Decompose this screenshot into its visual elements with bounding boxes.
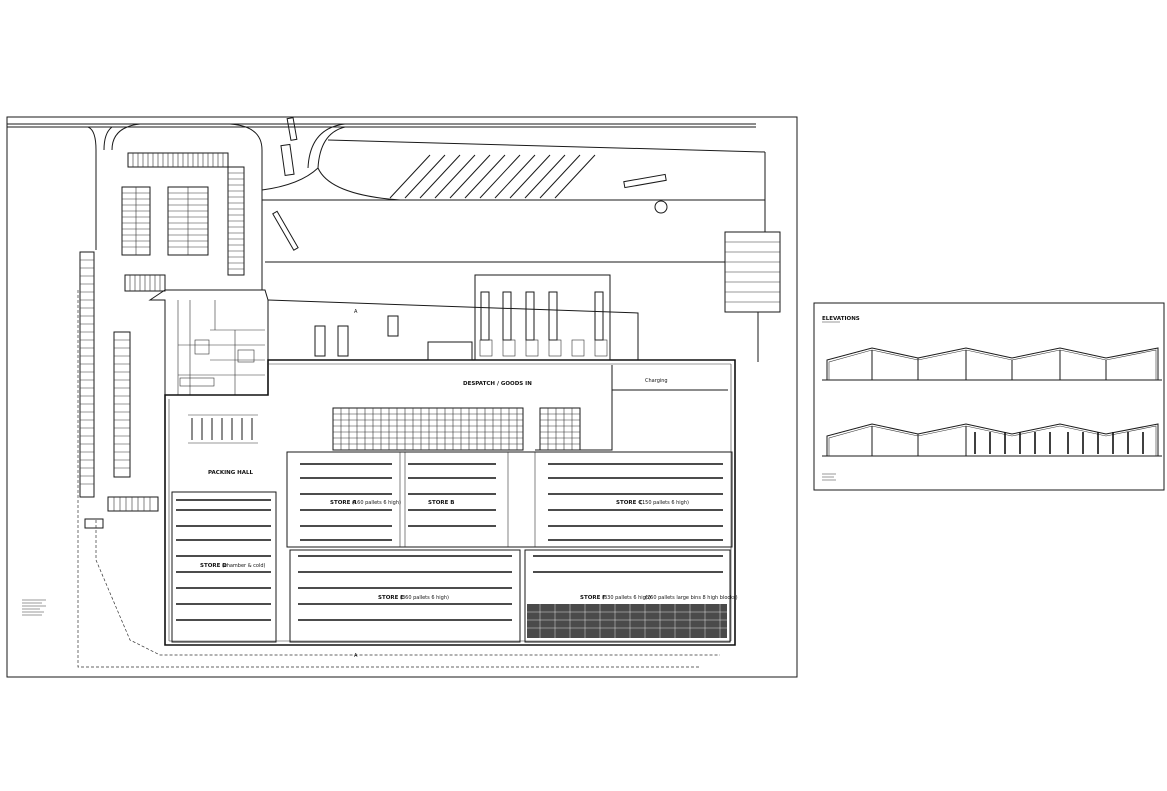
store-e-note: (360 pallets 6 high) xyxy=(400,595,449,601)
office-block xyxy=(148,289,269,396)
section-markers: A A xyxy=(354,309,358,659)
stores-abc-racking xyxy=(176,451,733,548)
despatch-label: DESPATCH / GOODS IN xyxy=(463,381,532,387)
angled-truck-bays xyxy=(327,139,766,232)
store-f-label: STORE F xyxy=(580,595,606,601)
store-a-label: STORE A xyxy=(330,500,357,506)
elevation-upper xyxy=(822,347,1162,381)
elevations-title: ELEVATIONS xyxy=(822,316,860,322)
charging-label: Charging xyxy=(645,378,668,384)
car-park-left xyxy=(77,251,720,668)
stores-def-racking xyxy=(171,491,731,643)
despatch-pallet-block xyxy=(188,365,728,451)
packing-hall-label: PACKING HALL xyxy=(208,470,254,476)
elevation-lower xyxy=(822,423,1162,457)
access-road xyxy=(7,123,765,290)
legend-notes xyxy=(22,599,46,616)
store-c-label: STORE C xyxy=(616,500,642,506)
vehicles xyxy=(272,117,668,251)
dock-levellers xyxy=(314,274,611,361)
car-park-upper xyxy=(121,152,245,292)
store-d-note: (chamber & cold) xyxy=(222,563,266,569)
store-a-note: (160 pallets 6 high) xyxy=(352,500,401,506)
elevations-sheet: ELEVATIONS xyxy=(813,302,1165,491)
section-mark-bottom: A xyxy=(354,653,358,659)
store-f-note-2: (260 pallets large bins 8 high blocks) xyxy=(645,595,738,601)
store-f-note: (330 pallets 6 high) xyxy=(602,595,651,601)
store-d-label: STORE D xyxy=(200,563,227,569)
store-b-label: STORE B xyxy=(428,500,455,506)
warehouse-building xyxy=(164,231,781,646)
store-e-label: STORE E xyxy=(378,595,404,601)
section-mark-top: A xyxy=(354,309,358,315)
site-plan-frame xyxy=(6,116,798,678)
store-c-note: (150 pallets 6 high) xyxy=(640,500,689,506)
